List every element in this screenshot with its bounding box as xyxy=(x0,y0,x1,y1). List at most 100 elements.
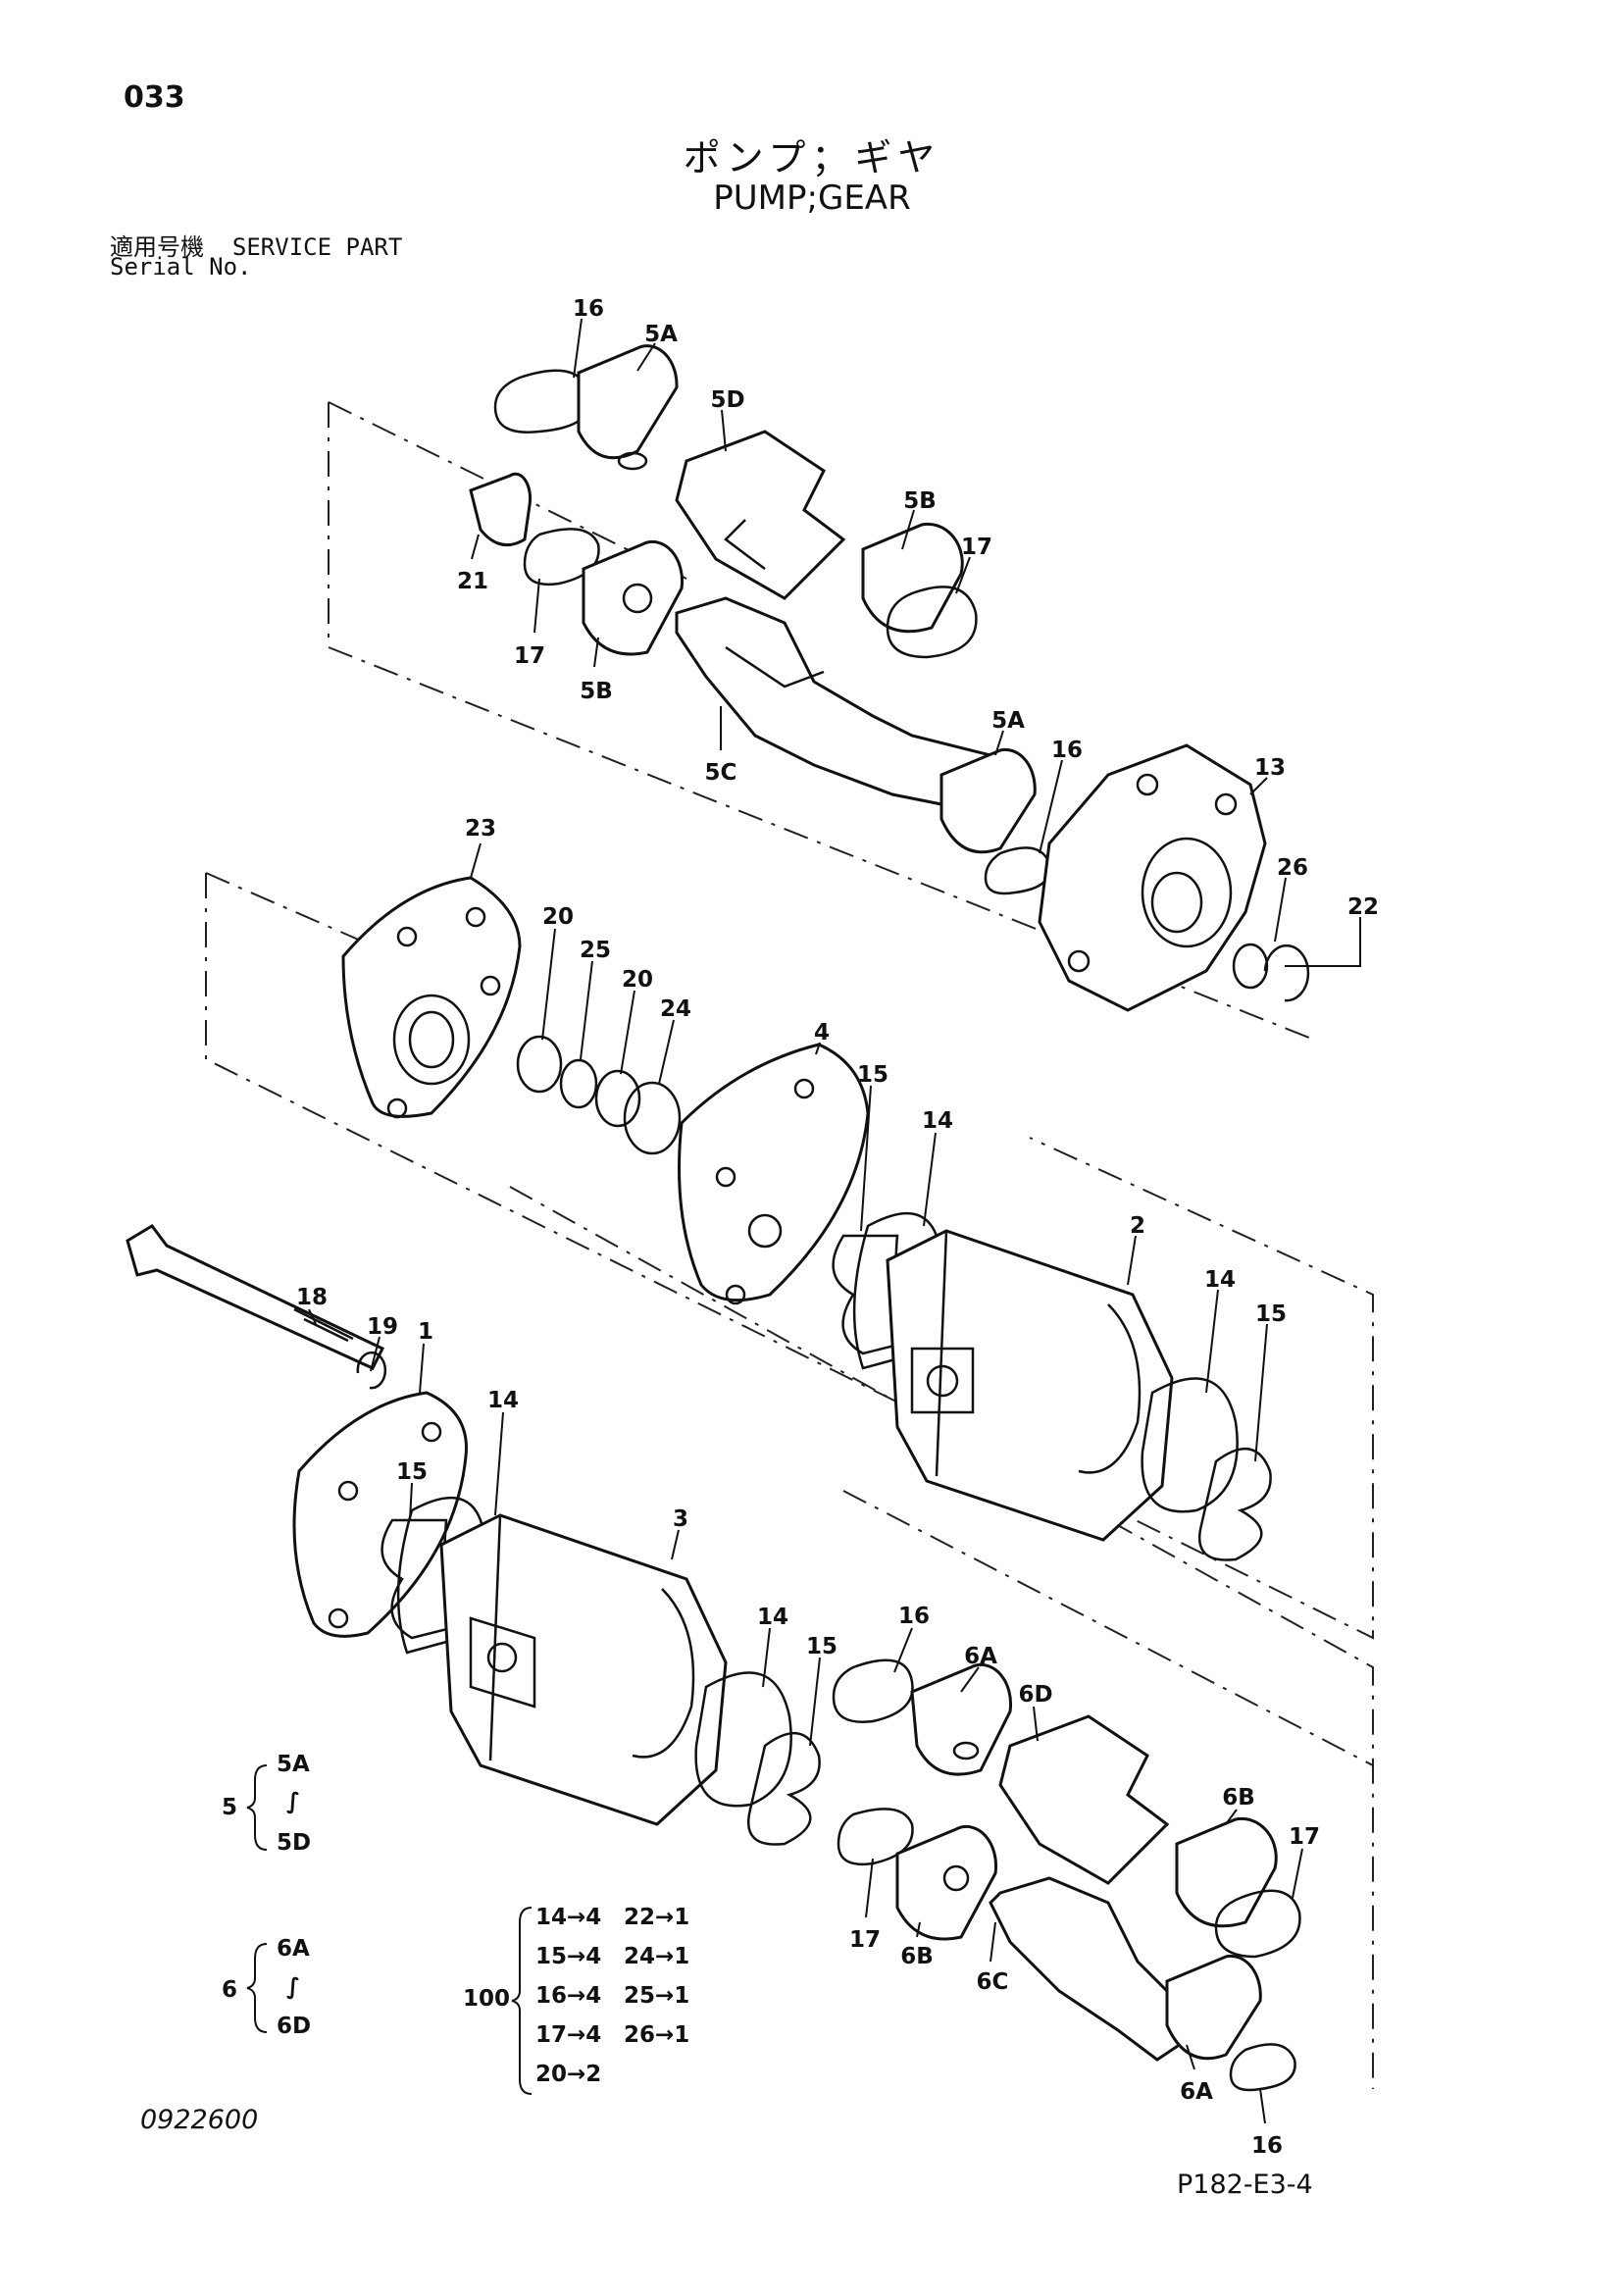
callout-14-housing2-rear: 14 xyxy=(1204,1267,1236,1293)
group-5-number: 5 xyxy=(222,1795,237,1820)
callout-15-housing2-rear: 15 xyxy=(1255,1301,1287,1327)
callout-15-lower: 15 xyxy=(396,1459,428,1485)
callout-6b-right: 6B xyxy=(1222,1785,1255,1811)
group-6-number: 6 xyxy=(222,1977,237,2003)
callout-5b-left: 5B xyxy=(580,679,613,704)
seal-ring-16b xyxy=(832,1658,914,1723)
group-100-item-2: 15→4 xyxy=(535,1944,601,1969)
group-5-tilde: ∫ xyxy=(286,1789,300,1814)
group-6-tilde: ∫ xyxy=(286,1974,300,2000)
seal-ring-16-bottom xyxy=(1229,2043,1296,2092)
page-title-japanese: ポンプ；ギヤ xyxy=(683,136,941,179)
group-100-item-9: 26→1 xyxy=(624,2022,689,2048)
drawing-number: 0922600 xyxy=(140,2105,259,2135)
callout-24: 24 xyxy=(660,996,691,1022)
callout-20-right: 20 xyxy=(622,967,653,993)
front-cover-13 xyxy=(1038,743,1267,1012)
seal-ring-17-left xyxy=(523,528,600,587)
bushing-6b-right xyxy=(1175,1816,1278,1928)
callout-6a-bottom: 6A xyxy=(1180,2079,1213,2105)
callout-22: 22 xyxy=(1347,894,1379,920)
upper-gear-assembly xyxy=(469,344,1310,1012)
seal-ring-16a xyxy=(493,369,591,434)
reference-code: P182-E3-4 xyxy=(1177,2169,1313,2200)
callout-5d: 5D xyxy=(710,387,744,413)
group-100-item-4: 17→4 xyxy=(535,2022,601,2048)
callout-5a-mid: 5A xyxy=(991,708,1025,734)
group-100-item-3: 16→4 xyxy=(535,1983,601,2009)
callout-17-left: 17 xyxy=(514,643,545,669)
group-100-number: 100 xyxy=(463,1986,510,2012)
bushing-5b-left xyxy=(582,539,684,656)
callout-5b-right: 5B xyxy=(903,488,937,514)
callout-21: 21 xyxy=(457,569,488,594)
callout-20-left: 20 xyxy=(542,904,574,930)
group-6-from: 6A xyxy=(277,1936,310,1962)
seal-14d xyxy=(694,1671,792,1808)
bushing-5a-top xyxy=(577,344,679,460)
lower-housing-assembly xyxy=(292,1391,821,1846)
seal-ring-17-right xyxy=(886,586,978,659)
ring-15b xyxy=(1198,1447,1272,1561)
callout-3: 3 xyxy=(673,1506,688,1532)
page-title-english: PUMP;GEAR xyxy=(713,179,911,218)
lower-gear-assembly xyxy=(832,1658,1301,2092)
callout-17-bottom-left: 17 xyxy=(849,1927,881,1953)
callout-6c: 6C xyxy=(977,1969,1009,1995)
callout-16-top: 16 xyxy=(573,296,604,322)
callout-25: 25 xyxy=(580,938,611,963)
o-ring-24 xyxy=(623,1081,682,1155)
plate-23 xyxy=(341,876,522,1118)
callout-18: 18 xyxy=(296,1285,328,1310)
plate-4 xyxy=(678,1043,870,1302)
seal-ring-16-mid xyxy=(984,846,1051,895)
group-100-item-6: 22→1 xyxy=(624,1905,689,1930)
seal-20a xyxy=(516,1035,563,1094)
housing-3 xyxy=(439,1513,728,1826)
driven-gear-5d xyxy=(675,430,846,600)
snap-ring-22 xyxy=(1263,944,1310,1002)
serial-label-english: Serial No. xyxy=(110,253,252,281)
serial-label-japanese: 適用号機 SERVICE PART xyxy=(110,233,403,261)
callout-6b-left: 6B xyxy=(900,1944,934,1969)
callout-16-lower-top: 16 xyxy=(898,1604,930,1629)
group-5-to: 5D xyxy=(277,1830,311,1856)
drive-gear-shaft-6c xyxy=(989,1876,1189,2062)
group-100-item-5: 20→2 xyxy=(535,2062,601,2087)
seal-20b xyxy=(594,1069,641,1128)
oil-seal-26 xyxy=(1232,943,1269,990)
bushing-6a-bottom xyxy=(1165,1954,1262,2061)
callout-19: 19 xyxy=(367,1314,398,1340)
callout-17-right: 17 xyxy=(961,535,992,560)
group-100-item-1: 14→4 xyxy=(535,1905,601,1930)
callout-13: 13 xyxy=(1254,755,1286,781)
callout-labels: 16 5A 5D 5B 17 21 17 5B 5C 5A 16 13 26 2… xyxy=(296,296,1379,2159)
callout-17-bottom-right: 17 xyxy=(1289,1824,1320,1850)
callout-14-lower: 14 xyxy=(487,1388,519,1413)
group-legend-6: 6 6A ∫ 6D xyxy=(222,1936,311,2039)
bushing-5b-right xyxy=(861,522,964,634)
callout-5a-top: 5A xyxy=(644,322,678,347)
washer-19 xyxy=(356,1351,387,1390)
driven-gear-6d xyxy=(998,1714,1170,1885)
frame-lines xyxy=(205,401,1374,2089)
housing-2 xyxy=(886,1229,1174,1542)
bolt-assembly xyxy=(126,1224,387,1390)
group-6-to: 6D xyxy=(277,2014,311,2039)
callout-2: 2 xyxy=(1130,1213,1145,1239)
bushing-5a-mid xyxy=(939,747,1037,854)
needle-bearing-21 xyxy=(469,472,533,547)
callout-23: 23 xyxy=(465,816,496,842)
ring-15d xyxy=(747,1731,821,1846)
callout-14-upper: 14 xyxy=(922,1108,953,1134)
callout-26: 26 xyxy=(1277,855,1308,881)
plate-1 xyxy=(292,1391,468,1638)
callout-15-housing3-rear: 15 xyxy=(806,1634,837,1659)
leader-lines xyxy=(308,318,1361,2124)
callout-14-housing3-rear: 14 xyxy=(757,1605,788,1630)
callout-5c: 5C xyxy=(705,760,737,786)
seal-ring-17-bottom xyxy=(1214,1889,1301,1959)
bushing-6a-top xyxy=(910,1662,1012,1776)
group-100-item-7: 24→1 xyxy=(624,1944,689,1969)
